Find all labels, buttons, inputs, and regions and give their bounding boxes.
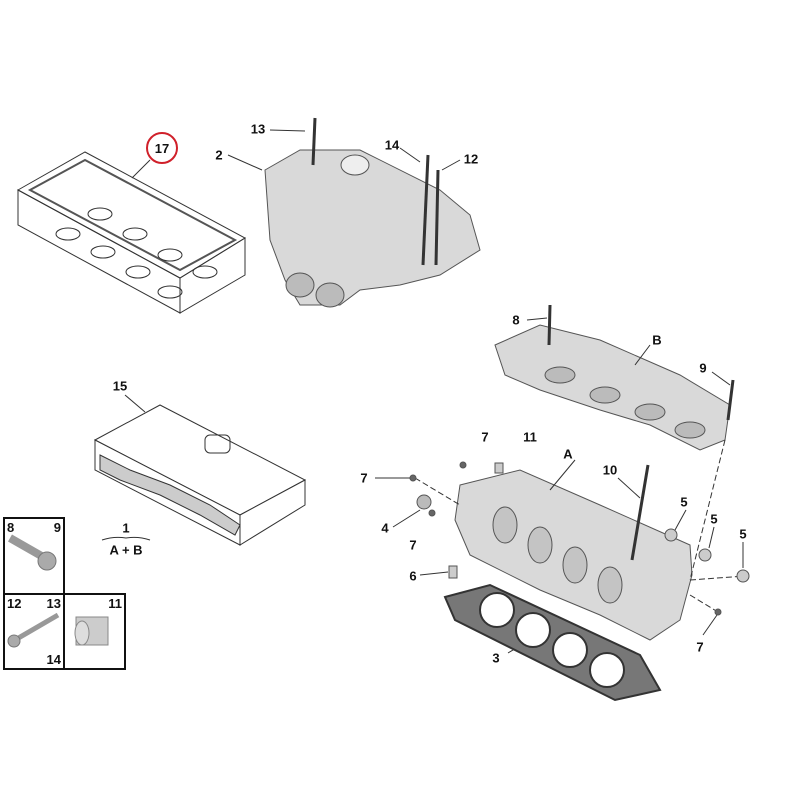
legend-sleeve-drawing [74, 616, 109, 646]
legend-cell-bolt-thin[interactable]: 12 13 14 [3, 593, 65, 670]
legend-bolt-long-drawing [8, 534, 57, 571]
callout-5[interactable]: 5 [680, 494, 688, 510]
legend-cell-sleeve[interactable]: 11 [63, 593, 126, 670]
camshaft-carrier-b[interactable] [494, 304, 735, 451]
legend-label: 12 [7, 596, 22, 611]
legend-cell-bolt-long[interactable]: 8 9 [3, 517, 65, 595]
callout-7[interactable]: 7 [409, 537, 417, 553]
callout-2[interactable]: 2 [215, 147, 223, 163]
callout-6[interactable]: 6 [409, 568, 417, 584]
assembly-number[interactable]: 1 [122, 520, 130, 536]
intake-manifold[interactable] [227, 117, 481, 308]
callout-17-highlighted[interactable]: 17 [146, 132, 178, 164]
legend-label: 11 [108, 596, 122, 611]
callout-11[interactable]: 11 [523, 429, 537, 445]
callout-14[interactable]: 14 [384, 137, 400, 153]
callout-15[interactable]: 15 [112, 378, 128, 394]
assembly-formula: A + B [109, 542, 143, 558]
cylinder-head-gasket[interactable] [443, 583, 662, 702]
callout-3[interactable]: 3 [492, 650, 500, 666]
callout-5[interactable]: 5 [739, 526, 747, 542]
callout-10[interactable]: 10 [602, 462, 618, 478]
callout-b[interactable]: B [652, 332, 662, 348]
head-gasket-kit[interactable] [93, 394, 307, 546]
legend-label: 8 [7, 520, 15, 535]
callout-a[interactable]: A [563, 446, 573, 462]
legend-bolt-thin-drawing [7, 612, 60, 648]
assembly-brace [101, 536, 151, 541]
callout-5[interactable]: 5 [710, 511, 718, 527]
callout-9[interactable]: 9 [699, 360, 707, 376]
valve-cover-gasket-kit[interactable] [16, 151, 247, 314]
cylinder-head-a[interactable] [375, 439, 750, 654]
callout-17-label: 17 [154, 140, 170, 156]
callout-12[interactable]: 12 [463, 151, 479, 167]
callout-4[interactable]: 4 [381, 520, 389, 536]
callout-7[interactable]: 7 [481, 429, 489, 445]
legend-label: 14 [46, 652, 61, 667]
callout-8[interactable]: 8 [512, 312, 520, 328]
legend-label: 13 [46, 596, 61, 611]
callout-7[interactable]: 7 [696, 639, 704, 655]
callout-13[interactable]: 13 [250, 121, 266, 137]
callout-7[interactable]: 7 [360, 470, 368, 486]
legend-label: 9 [53, 520, 61, 535]
